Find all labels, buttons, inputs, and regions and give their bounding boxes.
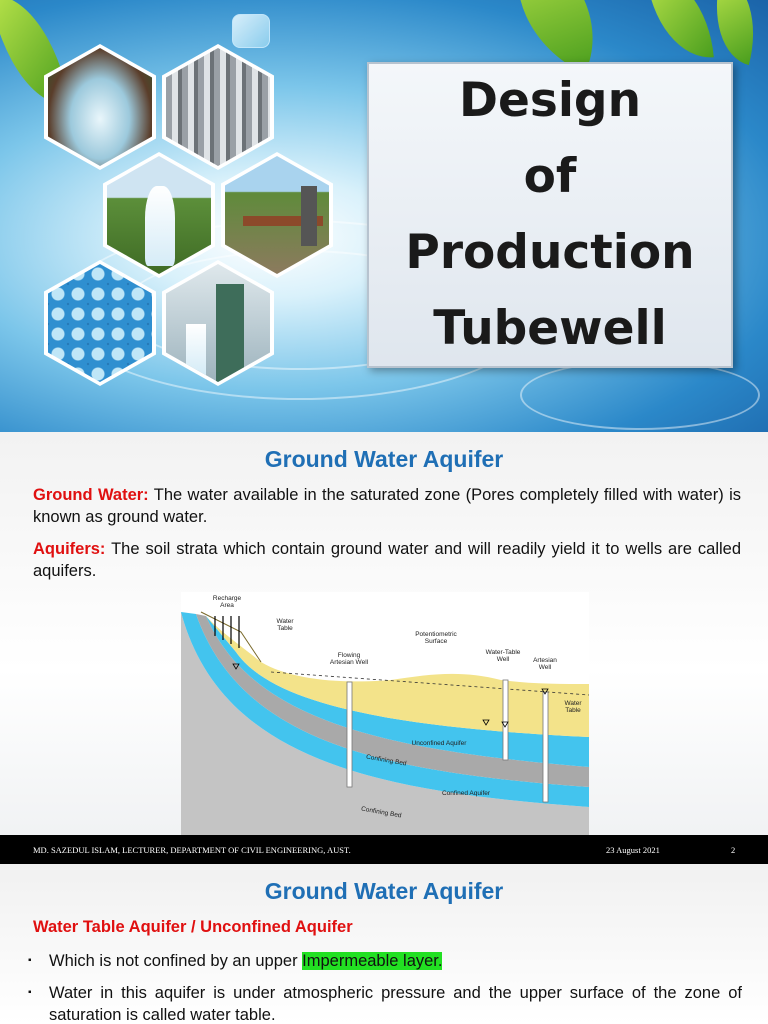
water-level-marker xyxy=(482,719,490,726)
aquifer-definition-slide: Ground Water Aquifer Ground Water: The w… xyxy=(0,432,768,864)
slide-subheading: Water Table Aquifer / Unconfined Aquifer xyxy=(33,918,353,936)
bullet-text-part: Which is not confined by an upper xyxy=(49,952,303,970)
label-water: Water xyxy=(564,700,582,707)
label-artesian-well: Artesian Well xyxy=(330,659,369,666)
bullet-item: ▪ Water in this aquifer is under atmosph… xyxy=(28,982,742,1024)
label-confined-aquifer: Confined Aquifer xyxy=(442,790,491,797)
title-box: Design of Production Tubewell xyxy=(367,62,733,368)
bullet-text: Water in this aquifer is under atmospher… xyxy=(49,984,742,1024)
label-well: Well xyxy=(539,664,552,671)
water-table-well xyxy=(502,679,509,761)
footer-page-number: 2 xyxy=(731,845,736,855)
water-level-marker xyxy=(541,688,549,695)
title-line: Tubewell xyxy=(433,301,667,356)
bullet-square-icon: ▪ xyxy=(28,955,32,966)
leaf-decoration xyxy=(646,0,714,63)
label-potentiometric: Potentiometric xyxy=(415,631,457,638)
definition-aquifers: Aquifers: The soil strata which contain … xyxy=(33,538,741,582)
flowing-artesian-well xyxy=(346,681,353,788)
definition-term: Ground Water: xyxy=(33,486,149,504)
bottom-confining-bed xyxy=(181,612,589,836)
ice-cube-icon xyxy=(232,14,270,48)
bullet-item: ▪ Which is not confined by an upper Impe… xyxy=(28,950,742,972)
label-unconfined-aquifer: Unconfined Aquifer xyxy=(412,740,468,747)
label-recharge: Recharge xyxy=(213,595,242,602)
slide-heading: Ground Water Aquifer xyxy=(264,446,504,472)
recharge-arrows xyxy=(214,616,240,648)
label-well: Well xyxy=(497,656,510,663)
title-line: of xyxy=(523,149,577,204)
unconfined-aquifer-slide: Ground Water Aquifer Water Table Aquifer… xyxy=(0,864,768,1024)
photo-hex-blue-pvc-pipes xyxy=(44,260,156,386)
label-surface: Surface xyxy=(425,638,448,645)
label-water: Water xyxy=(276,618,294,625)
definition-text: The soil strata which contain ground wat… xyxy=(33,540,741,580)
recharge-surface xyxy=(200,611,262,663)
middle-confining-bed xyxy=(196,614,589,787)
definition-text: The water available in the saturated zon… xyxy=(33,486,741,526)
label-water-table-well: Water-Table xyxy=(486,649,521,656)
footer-date: 23 August 2021 xyxy=(606,845,660,855)
title-slide: Design of Production Tubewell xyxy=(0,0,768,432)
unconfined-aquifer xyxy=(206,616,589,767)
photo-hex-water-tank xyxy=(44,44,156,170)
water-level-marker xyxy=(232,663,240,670)
artesian-well xyxy=(542,691,549,803)
definition-term: Aquifers: xyxy=(33,540,106,558)
label-table: Table xyxy=(277,625,293,632)
label-table: Table xyxy=(565,707,581,714)
photo-hex-pump-discharge xyxy=(103,152,215,278)
title-line: Design xyxy=(458,73,642,128)
water-ripple xyxy=(520,360,760,430)
definition-ground-water: Ground Water: The water available in the… xyxy=(33,484,741,528)
aquifer-diagram: Recharge Area Water Table Potentiometric… xyxy=(181,592,590,836)
slide-footer: MD. SAZEDUL ISLAM, LECTURER, DEPARTMENT … xyxy=(0,835,768,864)
highlighted-term: Impermeable layer. xyxy=(302,952,443,970)
footer-author: MD. SAZEDUL ISLAM, LECTURER, DEPARTMENT … xyxy=(33,845,351,855)
label-flowing: Flowing xyxy=(338,652,361,659)
page-title: Design of Production Tubewell xyxy=(405,63,694,367)
label-artesian: Artesian xyxy=(533,657,557,664)
slide-heading: Ground Water Aquifer xyxy=(264,878,504,904)
bullet-text: Which is not confined by an upper Imperm… xyxy=(49,950,742,972)
title-line: Production xyxy=(405,225,695,280)
unsaturated-zone xyxy=(206,616,589,737)
label-area: Area xyxy=(220,602,234,609)
photo-hex-handpump xyxy=(162,260,274,386)
bullet-square-icon: ▪ xyxy=(28,987,32,998)
water-level-marker xyxy=(501,721,509,728)
photo-hex-well-screens xyxy=(162,44,274,170)
